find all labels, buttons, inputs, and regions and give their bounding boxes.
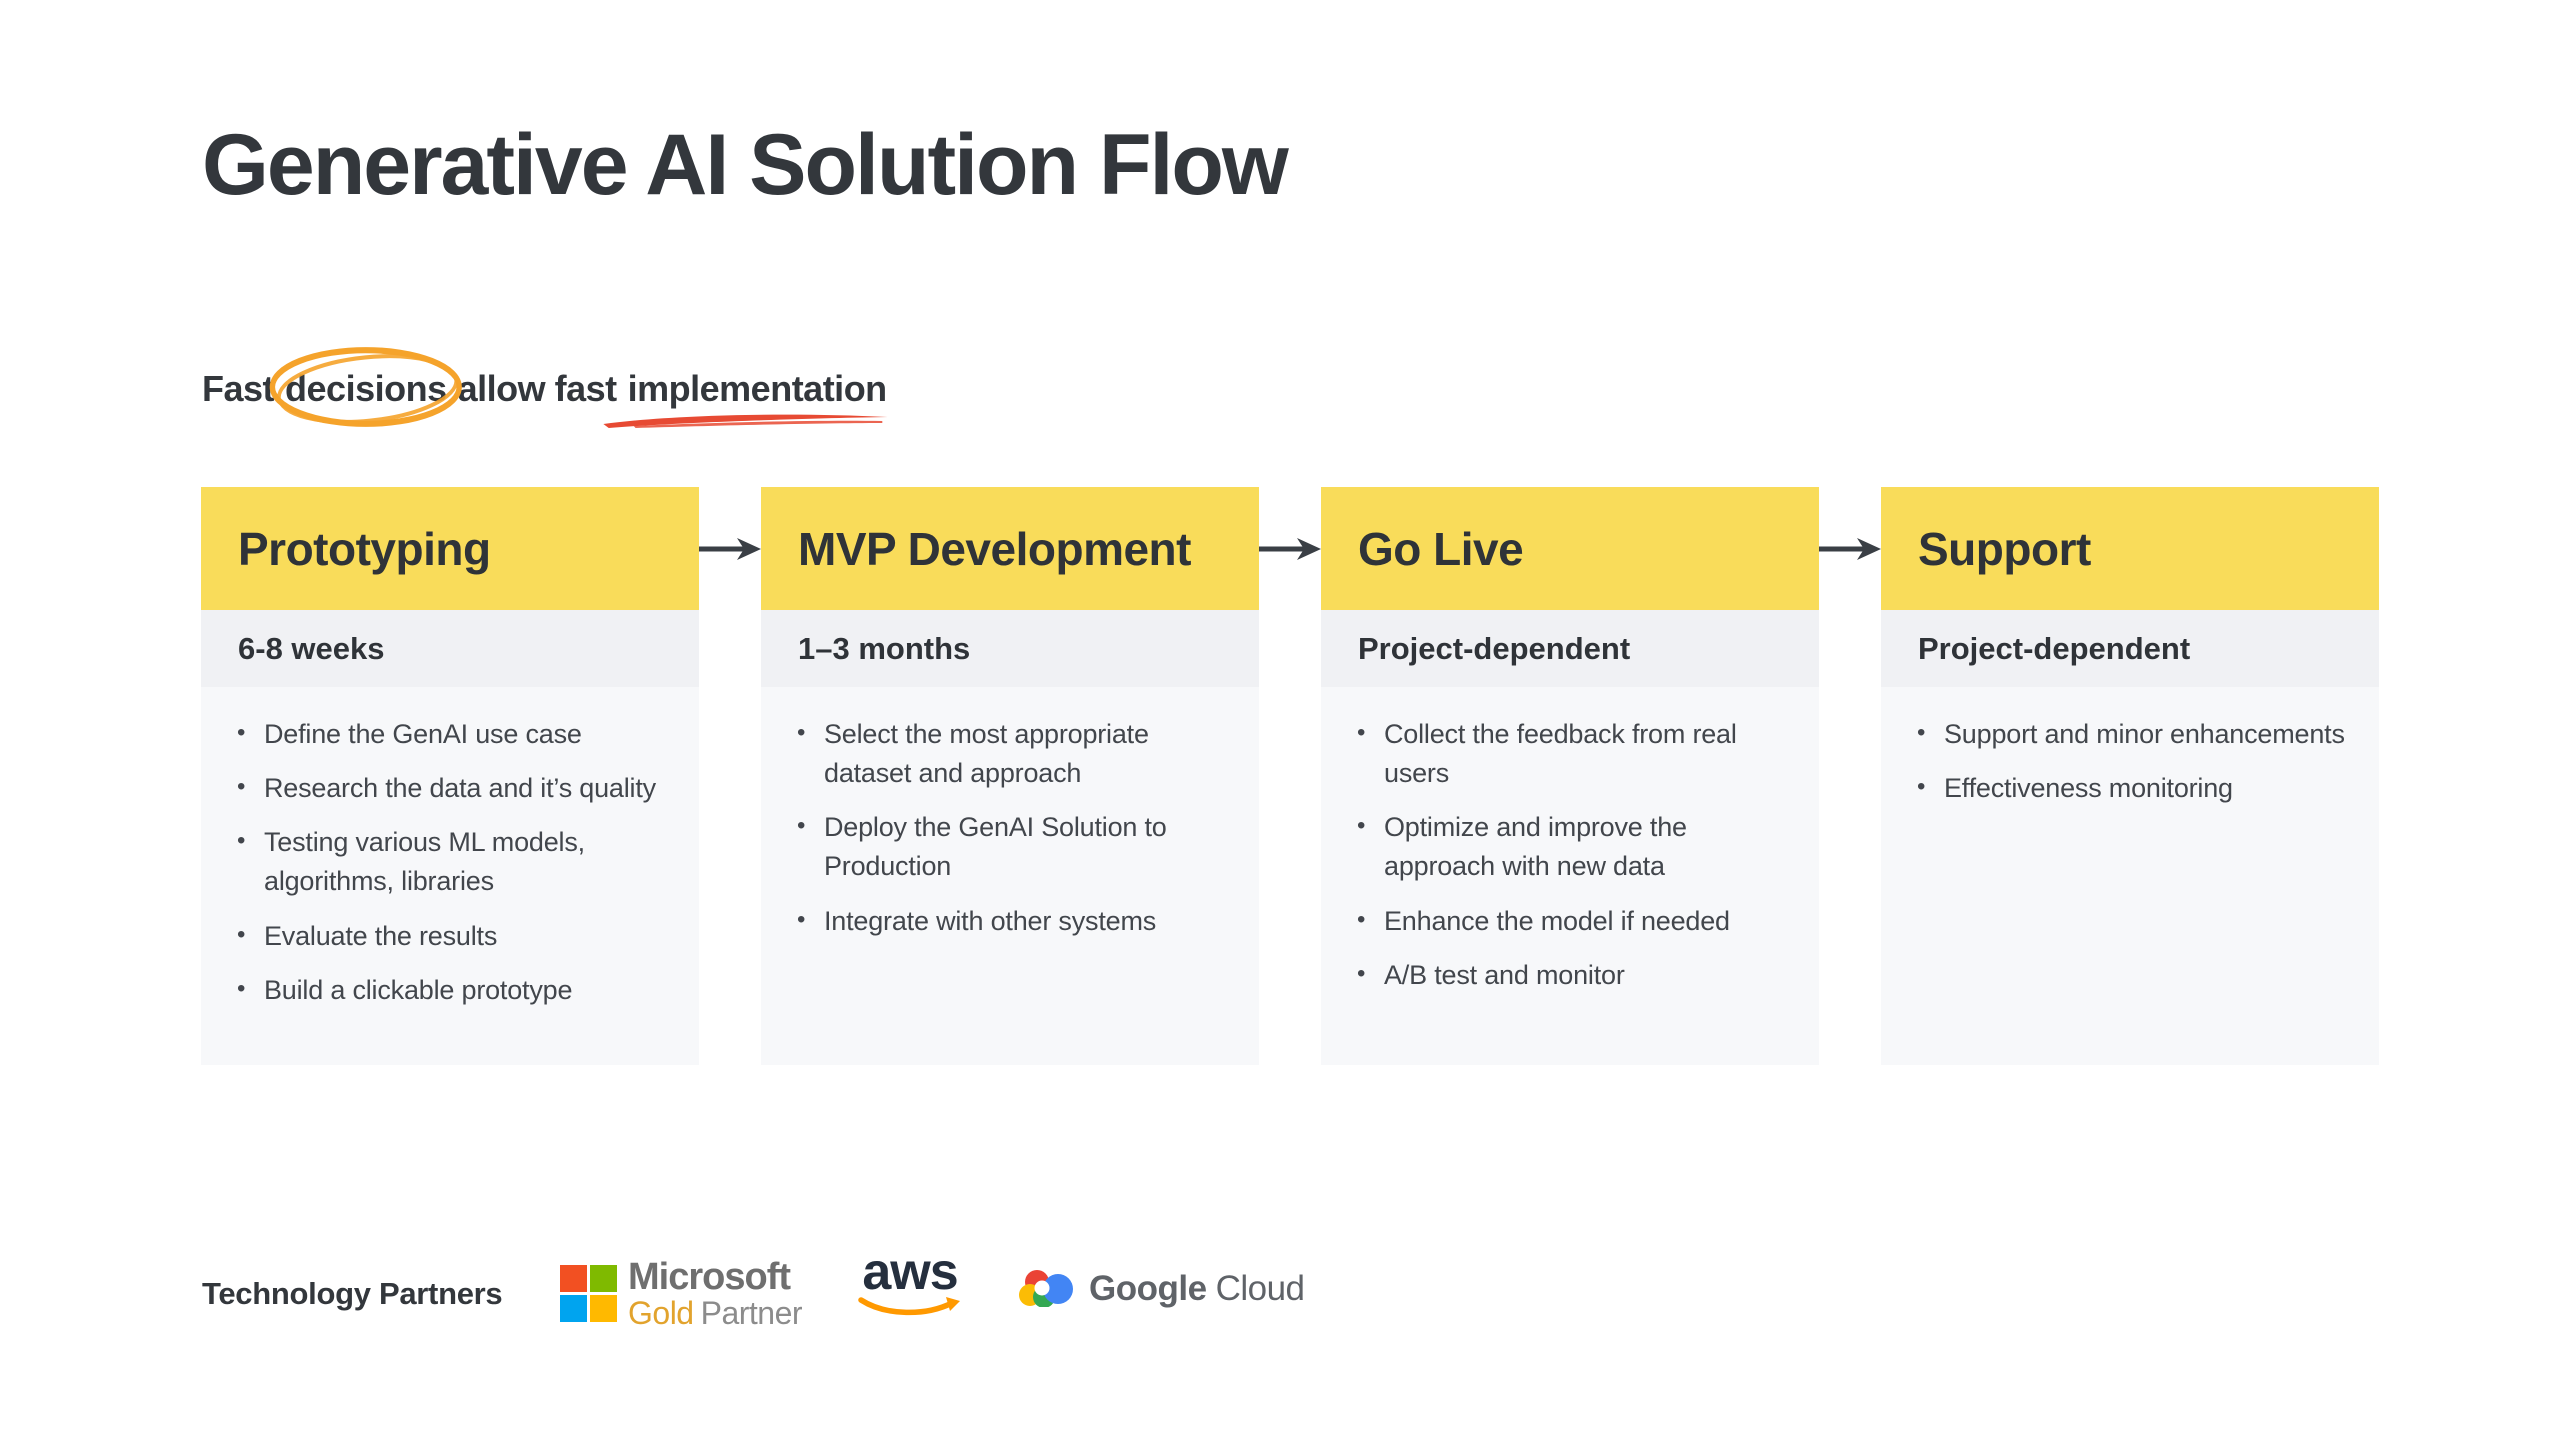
google-cloud-icon <box>1016 1270 1076 1312</box>
stage-bullets: Define the GenAI use case Research the d… <box>237 715 683 1010</box>
bullet-item: Select the most appropriate dataset and … <box>797 715 1243 793</box>
microsoft-square-yellow <box>590 1295 617 1323</box>
microsoft-square-green <box>590 1265 617 1293</box>
bullet-item: A/B test and monitor <box>1357 956 1803 995</box>
stage-bullets: Select the most appropriate dataset and … <box>797 715 1243 941</box>
google-cloud-text: Google Cloud <box>1089 1269 1305 1309</box>
stage-body: Collect the feedback from real users Opt… <box>1321 687 1819 1065</box>
bullet-item: Build a clickable prototype <box>237 971 683 1010</box>
stage-card-mvp-development: MVP Development 1–3 months Select the mo… <box>761 487 1259 1065</box>
bullet-item: Effectiveness monitoring <box>1917 769 2363 808</box>
page-title: Generative AI Solution Flow <box>202 117 1289 213</box>
flow-arrow-icon <box>1819 538 1881 560</box>
microsoft-logo-text: Microsoft Gold Partner <box>628 1256 803 1331</box>
stage-title: Support <box>1918 522 2091 575</box>
stage-duration: Project-dependent <box>1881 610 2379 687</box>
microsoft-name: Microsoft <box>628 1256 791 1298</box>
bullet-item: Define the GenAI use case <box>237 715 683 754</box>
microsoft-squares-icon <box>560 1265 617 1323</box>
bullet-item: Collect the feedback from real users <box>1357 715 1803 793</box>
microsoft-partner-line: Gold Partner <box>628 1294 803 1331</box>
stage-duration: 1–3 months <box>761 610 1259 687</box>
partners-label: Technology Partners <box>202 1276 503 1311</box>
stage-duration: 6-8 weeks <box>201 610 699 687</box>
flow-arrow-icon <box>699 538 761 560</box>
stage-card-support: Support Project-dependent Support and mi… <box>1881 487 2379 1065</box>
stage-body: Define the GenAI use case Research the d… <box>201 687 699 1065</box>
google-product: Cloud <box>1215 1269 1305 1308</box>
stage-body: Select the most appropriate dataset and … <box>761 687 1259 1065</box>
bullet-item: Research the data and it’s quality <box>237 769 683 808</box>
microsoft-partner-label: Partner <box>700 1294 803 1331</box>
subtitle: Fast decisions allow fast implementation <box>202 347 888 428</box>
stage-body: Support and minor enhancements Effective… <box>1881 687 2379 1065</box>
google-cloud-logo: Google Cloud <box>1016 1266 1305 1312</box>
stage-header: Go Live <box>1321 487 1819 610</box>
subtitle-part1: Fast <box>202 368 275 409</box>
stage-title: MVP Development <box>798 522 1191 575</box>
bullet-item: Evaluate the results <box>237 917 683 956</box>
stage-header: Prototyping <box>201 487 699 610</box>
flow-arrow-icon <box>1259 538 1321 560</box>
bullet-item: Optimize and improve the approach with n… <box>1357 808 1803 886</box>
stage-header: MVP Development <box>761 487 1259 610</box>
microsoft-square-red <box>560 1265 587 1293</box>
stage-title: Prototyping <box>238 522 491 575</box>
bullet-item: Support and minor enhancements <box>1917 715 2363 754</box>
microsoft-square-blue <box>560 1295 587 1323</box>
microsoft-gold-label: Gold <box>628 1294 694 1331</box>
underline-annotation-icon <box>603 414 888 428</box>
google-brand: Google <box>1089 1269 1207 1308</box>
flow-row: Prototyping 6-8 weeks Define the GenAI u… <box>201 487 2379 1065</box>
stage-card-prototyping: Prototyping 6-8 weeks Define the GenAI u… <box>201 487 699 1065</box>
subtitle-part2: allow fast <box>457 368 618 409</box>
bullet-item: Integrate with other systems <box>797 902 1243 941</box>
bullet-item: Testing various ML models, algorithms, l… <box>237 823 683 901</box>
aws-smile-icon <box>858 1297 960 1316</box>
bullet-item: Enhance the model if needed <box>1357 902 1803 941</box>
microsoft-logo: Microsoft Gold Partner <box>560 1256 803 1331</box>
subtitle-underlined-word: implementation <box>627 368 888 409</box>
aws-logo: aws <box>858 1246 962 1322</box>
bullet-item: Deploy the GenAI Solution to Production <box>797 808 1243 886</box>
stage-bullets: Collect the feedback from real users Opt… <box>1357 715 1803 995</box>
stage-title: Go Live <box>1358 522 1524 575</box>
stage-card-go-live: Go Live Project-dependent Collect the fe… <box>1321 487 1819 1065</box>
stage-header: Support <box>1881 487 2379 610</box>
stage-duration: Project-dependent <box>1321 610 1819 687</box>
subtitle-circled-word: decisions <box>285 368 447 409</box>
aws-wordmark: aws <box>862 1243 958 1301</box>
subtitle-underlined-word-wrap: implementation <box>603 366 888 428</box>
subtitle-circled-word-wrap: decisions <box>269 347 462 427</box>
stage-bullets: Support and minor enhancements Effective… <box>1917 715 2363 808</box>
